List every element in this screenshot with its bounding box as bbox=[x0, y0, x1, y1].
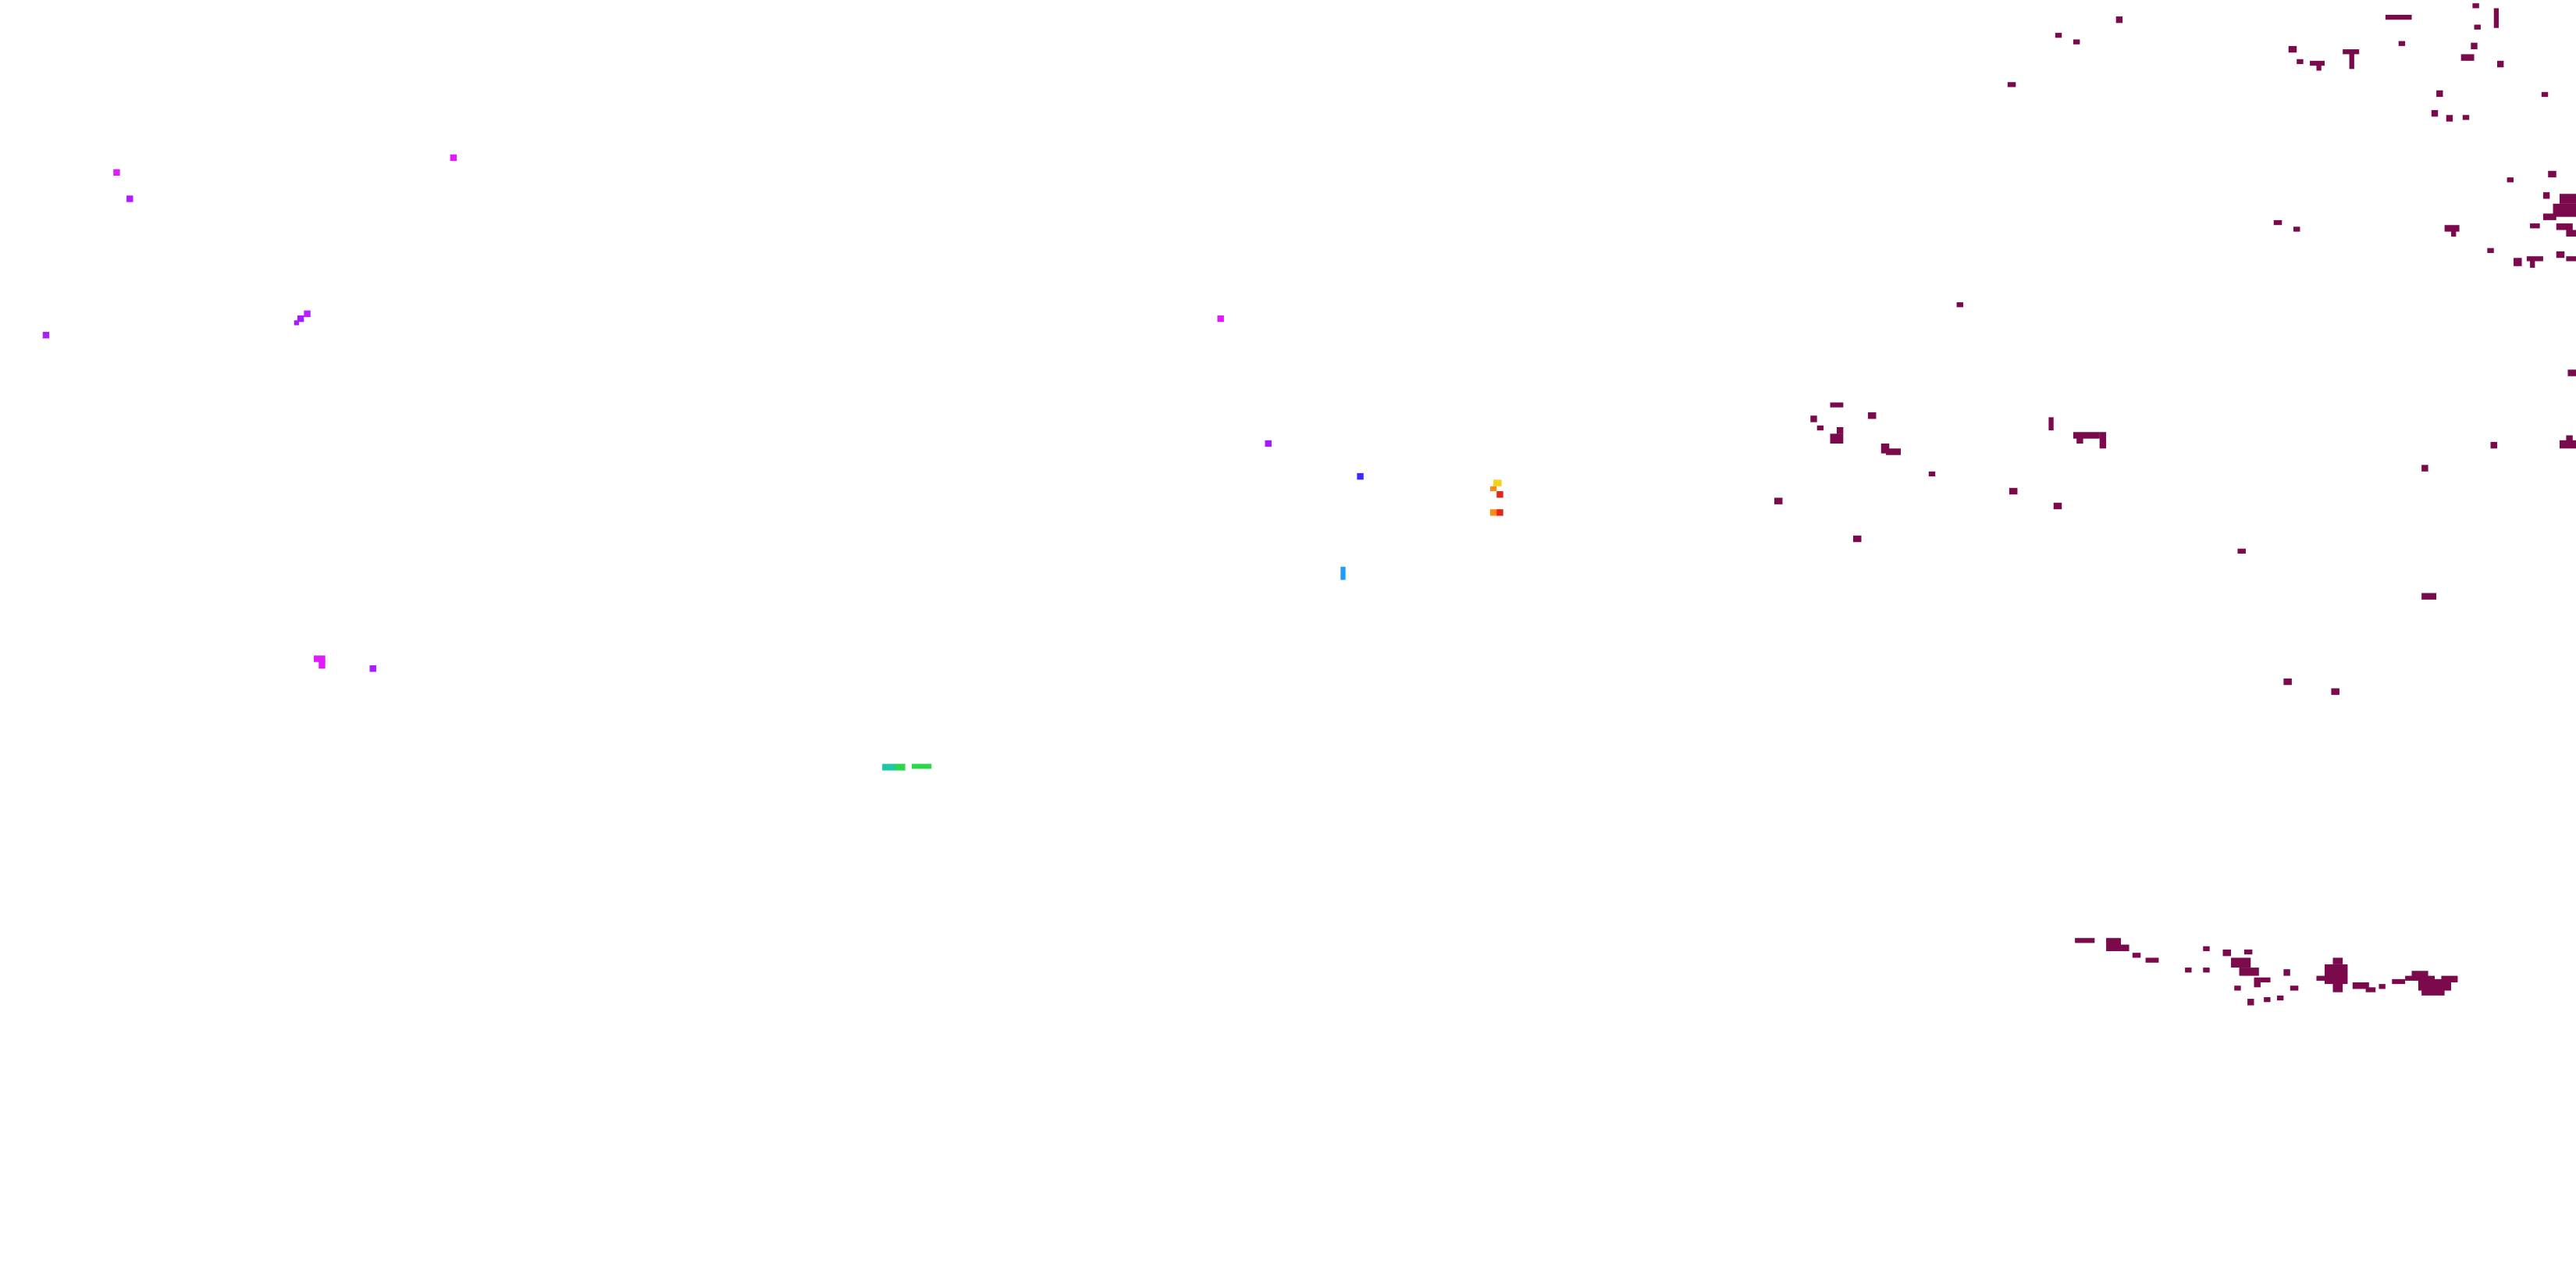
scatter-green-points bbox=[882, 764, 932, 771]
dense-cluster-upper-right bbox=[1956, 3, 2576, 376]
scatter-magenta-points bbox=[42, 154, 1272, 672]
dense-cluster-middle bbox=[1774, 402, 2576, 695]
scatter-blue-points bbox=[1340, 472, 1364, 580]
scatter-warm-points bbox=[1489, 479, 1503, 516]
dense-cluster-lower-right bbox=[2075, 938, 2458, 1006]
